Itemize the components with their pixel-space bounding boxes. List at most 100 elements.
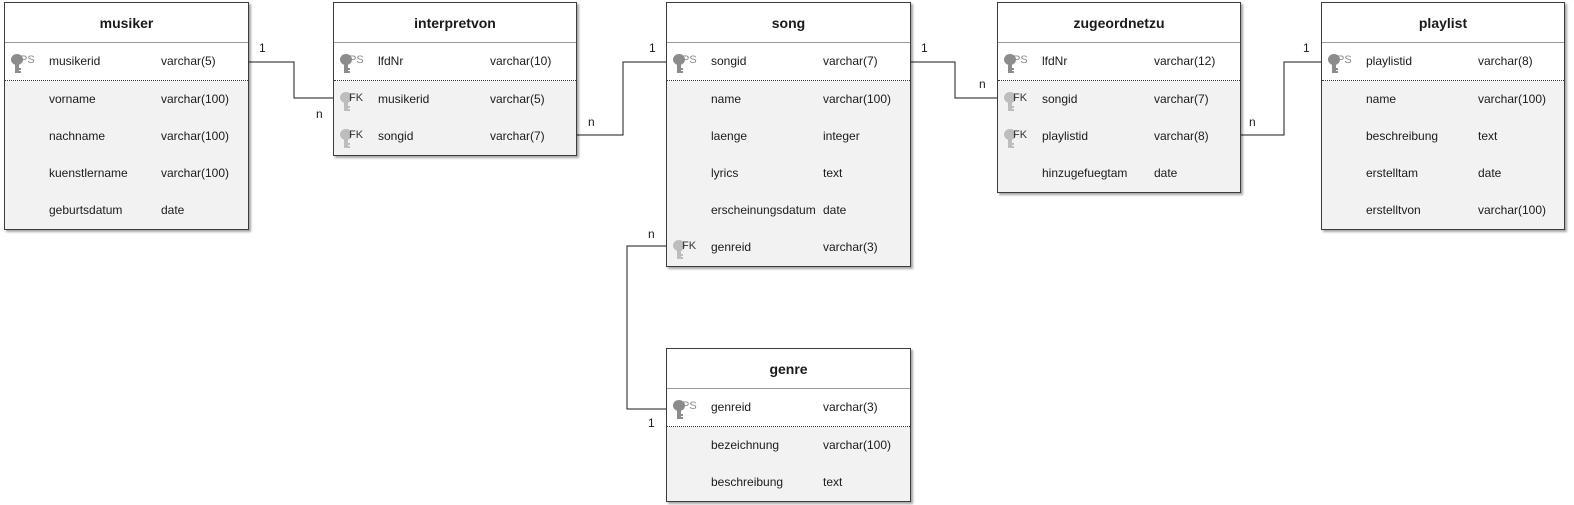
- card-musiker-interpretvon-to: n: [316, 107, 323, 121]
- field-row-erstelltam: erstelltam date: [1322, 155, 1564, 192]
- card-playlist-zugeordnetzu-from: 1: [1303, 41, 1310, 55]
- field-name: songid: [378, 129, 414, 143]
- key-label: PS: [349, 54, 364, 66]
- card-genre-song-to: n: [648, 227, 655, 241]
- table-title: zugeordnetzu: [998, 3, 1240, 43]
- primary-key-icon: [672, 400, 686, 422]
- field-type: varchar(100): [161, 92, 230, 106]
- field-name: kuenstlername: [49, 166, 128, 180]
- field-row-genreid: PS genreid varchar(3): [667, 389, 910, 426]
- relation-line-song-zugeordnetzu: [911, 61, 997, 99]
- key-label: PS: [682, 400, 697, 412]
- foreign-key-icon: [339, 92, 353, 114]
- key-label: PS: [1013, 54, 1028, 66]
- card-song-interpretvon-to: n: [588, 115, 595, 129]
- key-label: FK: [349, 92, 364, 104]
- field-type: date: [161, 203, 185, 217]
- key-label: FK: [682, 240, 697, 252]
- primary-key-icon: [1003, 54, 1017, 76]
- field-name: vorname: [49, 92, 96, 106]
- table-title: interpretvon: [334, 3, 576, 43]
- field-type: varchar(7): [490, 129, 545, 143]
- field-type: varchar(100): [823, 438, 892, 452]
- relation-line-song-interpretvon: [577, 61, 666, 136]
- field-name: nachname: [49, 129, 106, 143]
- field-name: beschreibung: [711, 475, 784, 489]
- field-type: text: [823, 166, 843, 180]
- primary-key-icon: [10, 54, 24, 76]
- field-row-playlistid: FK playlistid varchar(8): [998, 118, 1240, 155]
- field-row-beschreibung: beschreibung text: [667, 464, 910, 501]
- key-label: FK: [1013, 129, 1028, 141]
- field-name: playlistid: [1042, 129, 1089, 143]
- key-label: PS: [20, 54, 35, 66]
- field-name: playlistid: [1366, 54, 1413, 68]
- card-genre-song-from: 1: [648, 416, 655, 430]
- foreign-key-icon: [339, 129, 353, 151]
- field-row-name: name varchar(100): [1322, 81, 1564, 118]
- foreign-key-icon: [1003, 129, 1017, 151]
- field-name: laenge: [711, 129, 748, 143]
- field-name: lyrics: [711, 166, 739, 180]
- field-type: text: [823, 475, 843, 489]
- field-type: date: [823, 203, 847, 217]
- relation-line-genre-song: [626, 245, 666, 410]
- field-type: varchar(3): [823, 400, 878, 414]
- card-song-zugeordnetzu-to: n: [979, 77, 986, 91]
- field-row-laenge: laenge integer: [667, 118, 910, 155]
- relation-line-playlist-zugeordnetzu: [1241, 61, 1321, 136]
- primary-key-icon: [339, 54, 353, 76]
- field-name: genreid: [711, 400, 752, 414]
- field-type: varchar(5): [490, 92, 545, 106]
- field-type: varchar(12): [1154, 54, 1216, 68]
- key-label: PS: [1337, 54, 1352, 66]
- field-type: varchar(7): [823, 54, 878, 68]
- field-type: varchar(100): [1478, 203, 1547, 217]
- field-type: varchar(100): [1478, 92, 1547, 106]
- field-type: varchar(8): [1154, 129, 1209, 143]
- key-label: PS: [682, 54, 697, 66]
- field-type: varchar(7): [1154, 92, 1209, 106]
- field-type: integer: [823, 129, 860, 143]
- field-name: name: [1366, 92, 1397, 106]
- card-playlist-zugeordnetzu-to: n: [1249, 115, 1256, 129]
- key-label: FK: [1013, 92, 1028, 104]
- field-type: varchar(10): [490, 54, 552, 68]
- field-row-vorname: vorname varchar(100): [5, 81, 248, 118]
- table-title: playlist: [1322, 3, 1564, 43]
- field-name: erstelltam: [1366, 166, 1419, 180]
- card-song-zugeordnetzu-from: 1: [921, 41, 928, 55]
- field-type: varchar(3): [823, 240, 878, 254]
- field-type: date: [1478, 166, 1502, 180]
- field-type: text: [1478, 129, 1498, 143]
